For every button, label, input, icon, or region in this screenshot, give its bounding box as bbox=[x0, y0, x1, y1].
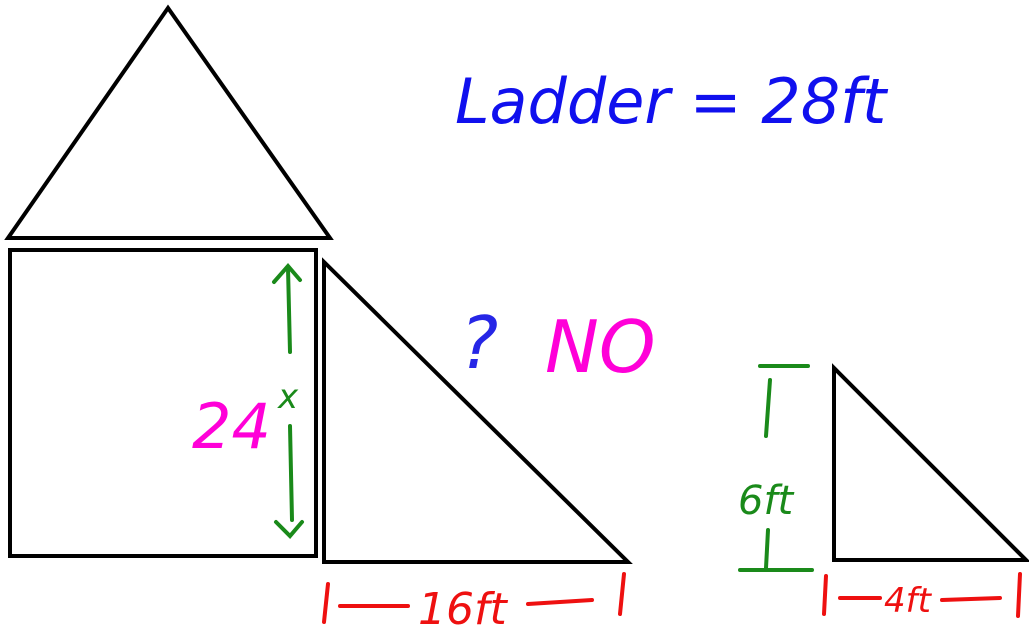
base-label-4ft: 4ft bbox=[884, 581, 933, 621]
base-label-16ft: 16ft bbox=[418, 584, 508, 635]
height-measure-small bbox=[738, 364, 814, 572]
house-roof bbox=[4, 4, 334, 240]
base-measure-large bbox=[322, 572, 626, 624]
height-variable-x: x bbox=[277, 377, 299, 417]
ladder-triangle bbox=[322, 257, 633, 564]
ladder-length-title: Ladder = 28ft bbox=[455, 65, 889, 138]
height-value-24: 24 bbox=[192, 390, 271, 463]
house-wall bbox=[8, 248, 318, 558]
height-label-6ft: 6ft bbox=[738, 478, 795, 524]
answer-no: NO bbox=[545, 305, 656, 389]
base-measure-small bbox=[822, 572, 1022, 618]
small-triangle bbox=[832, 363, 1029, 562]
height-arrow bbox=[272, 262, 304, 539]
question-mark: ? bbox=[460, 301, 498, 385]
